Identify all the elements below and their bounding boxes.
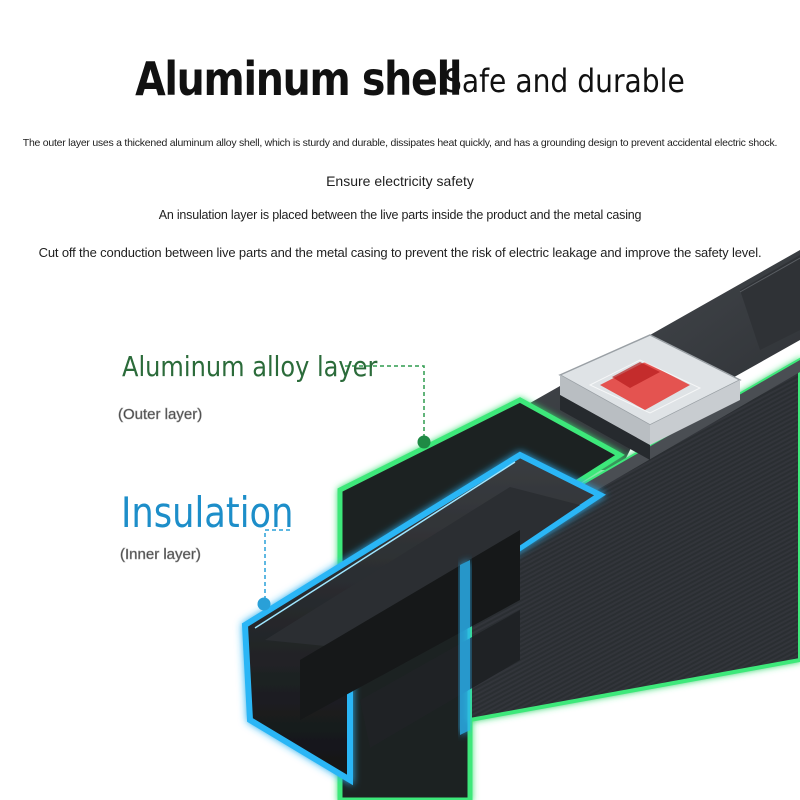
outer-layer-title: Aluminum alloy layer (122, 350, 378, 383)
inner-layer-title: Insulation (121, 488, 294, 537)
inner-layer-subtitle: (Inner layer) (120, 546, 201, 564)
description-line-1: The outer layer uses a thickened aluminu… (22, 137, 778, 149)
description-line-2: Ensure electricity safety (326, 173, 474, 189)
description-line-3: An insulation layer is placed between th… (158, 208, 642, 222)
headline: Aluminum shell Safe and durable (0, 52, 800, 106)
switch-with-cover (558, 334, 742, 460)
headline-main: Aluminum shell (135, 52, 462, 106)
headline-secondary: Safe and durable (443, 62, 685, 100)
inner-callout-dot (257, 597, 271, 611)
outer-layer-subtitle: (Outer layer) (118, 406, 203, 424)
outer-callout-dot (417, 435, 431, 449)
insulation-channel (241, 451, 606, 786)
callout-lines (257, 365, 431, 611)
description-line-4: Cut off the conduction between live part… (38, 245, 762, 260)
